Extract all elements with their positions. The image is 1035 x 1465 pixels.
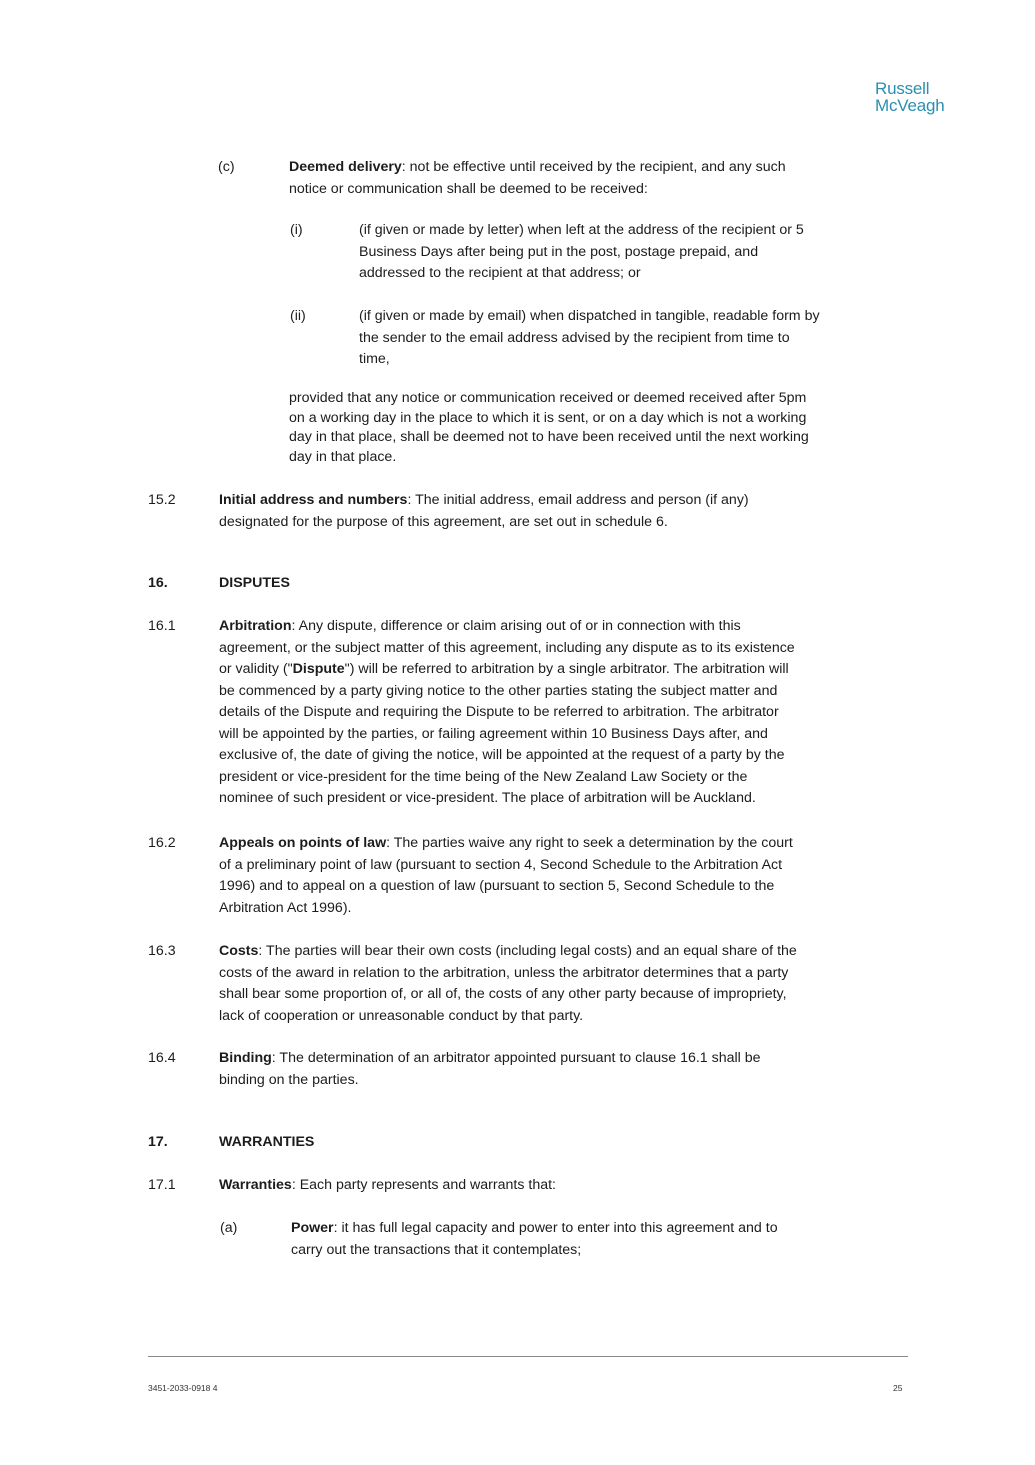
clause-16-1-line: will be appointed by the parties, or fai… [219,725,768,742]
clause-c-text: Deemed delivery: not be effective until … [289,157,909,200]
clause-17-1-number: 17.1 [148,1177,176,1193]
clause-16-4-heading: Binding [219,1050,272,1066]
clause-16-3-number: 16.3 [148,943,176,959]
clause-16-2-line: 1996) and to appeal on a question of law… [219,878,775,894]
clause-17-1-text: Warranties: Each party represents and wa… [219,1175,919,1197]
clause-16-3-line: shall bear some proportion of, or all of… [219,986,787,1002]
proviso-line: on a working day in the place to which i… [289,409,807,426]
clause-c-line-2: notice or communication shall be deemed … [289,180,648,197]
clause-16-4-number: 16.4 [148,1050,176,1066]
clause-15-2-line-1: : The initial address, email address and… [407,492,749,508]
proviso-line: day in that place, shall be deemed not t… [289,429,809,445]
proviso-paragraph: provided that any notice or communicatio… [289,389,919,467]
clause-16-1-line-1: : Any dispute, difference or claim arisi… [291,618,741,634]
clause-c-heading: Deemed delivery [289,159,402,175]
defined-term-dispute: Dispute [292,661,345,677]
clause-17-1-a-line-2: carry out the transactions that it conte… [291,1241,582,1258]
clause-16-1-line-3c: ") will be referred to arbitration by a … [344,661,789,677]
clause-16-1-line: be commenced by a party giving notice to… [219,682,778,699]
clause-17-1-a-heading: Power [291,1220,334,1236]
clause-15-2-line-2: designated for the purpose of this agree… [219,513,668,530]
clause-c-line-1: : not be effective until received by the… [401,159,786,175]
clause-17-1-line-1: : Each party represents and warrants tha… [291,1177,556,1193]
clause-16-4-line-2: binding on the parties. [219,1071,359,1088]
clause-16-3-heading: Costs [219,943,259,959]
proviso-line: provided that any notice or communicatio… [289,390,807,406]
clause-16-3-line: costs of the award in relation to the ar… [219,964,789,981]
clause-16-2-number: 16.2 [148,835,176,851]
clause-16-1-line-3a: or validity (" [219,661,293,677]
clause-16-1-heading: Arbitration [219,618,292,634]
logo-line-1: Russell [875,79,930,98]
clause-16-1-line: exclusive of, the date of giving the not… [219,747,785,763]
proviso-line: day in that place. [289,448,397,465]
item-ii-number: (ii) [290,308,306,324]
clause-17-1-a-number: (a) [220,1220,238,1236]
item-ii-line: the sender to the email address advised … [359,329,790,346]
clause-16-4-text: Binding: The determination of an arbitra… [219,1048,919,1091]
section-17-number: 17. [148,1134,168,1150]
clause-16-1-line: nominee of such president or vice-presid… [219,790,756,806]
section-16-title: DISPUTES [219,575,290,591]
item-i-line: addressed to the recipient at that addre… [359,265,641,281]
item-i-number: (i) [290,222,303,238]
footer-divider [148,1356,908,1357]
clause-16-2-line-1: : The parties waive any right to seek a … [386,835,793,851]
item-ii-line: (if given or made by email) when dispatc… [359,308,820,324]
clause-15-2-text: Initial address and numbers: The initial… [219,490,919,533]
clause-c-number: (c) [218,159,235,175]
item-i-text: (if given or made by letter) when left a… [359,220,919,285]
clause-15-2-heading: Initial address and numbers [219,492,408,508]
clause-16-1-number: 16.1 [148,618,176,634]
logo-line-2: McVeagh [875,96,945,115]
clause-17-1-heading: Warranties [219,1177,292,1193]
clause-15-2-number: 15.2 [148,492,176,508]
clause-16-3-line: lack of cooperation or unreasonable cond… [219,1007,584,1024]
clause-16-3-text: Costs: The parties will bear their own c… [219,941,919,1027]
footer-page-number: 25 [893,1383,903,1393]
section-16-number: 16. [148,575,168,591]
clause-16-2-line: of a preliminary point of law (pursuant … [219,856,783,873]
clause-16-1-line: details of the Dispute and requiring the… [219,704,779,720]
clause-16-2-line: Arbitration Act 1996). [219,899,352,916]
footer-document-reference: 3451-2033-0918 4 [148,1383,218,1393]
clause-16-1-line: president or vice-president for the time… [219,768,748,785]
clause-16-1-text: Arbitration: Any dispute, difference or … [219,616,919,810]
item-i-line: Business Days after being put in the pos… [359,243,759,260]
section-17-title: WARRANTIES [219,1134,315,1150]
item-ii-text: (if given or made by email) when dispatc… [359,306,919,371]
item-i-line: (if given or made by letter) when left a… [359,222,804,238]
item-ii-line: time, [359,351,390,367]
clause-16-2-heading: Appeals on points of law [219,835,387,851]
clause-16-3-line-1: : The parties will bear their own costs … [258,943,797,959]
clause-17-1-a-line-1: : it has full legal capacity and power t… [333,1220,778,1236]
clause-16-1-line-2: agreement, or the subject matter of this… [219,639,795,656]
firm-logo: Russell McVeagh [875,80,955,114]
clause-16-2-text: Appeals on points of law: The parties wa… [219,833,919,919]
clause-17-1-a-text: Power: it has full legal capacity and po… [291,1218,921,1261]
clause-16-4-line-1: : The determination of an arbitrator app… [271,1050,761,1066]
